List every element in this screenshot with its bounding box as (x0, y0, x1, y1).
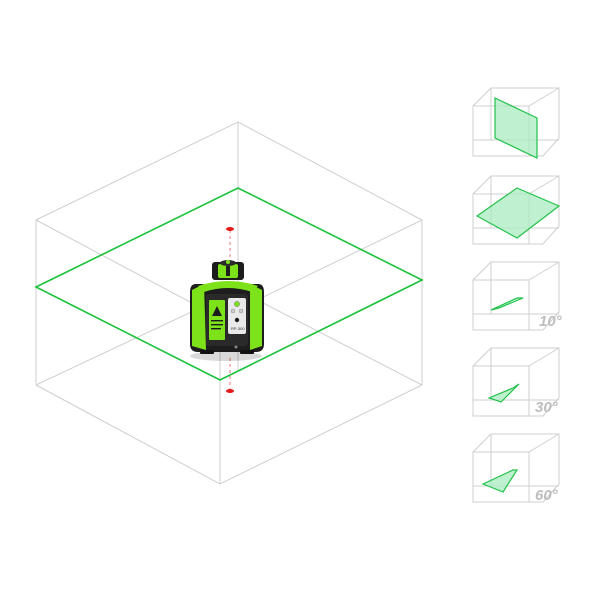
rotary-laser-device: RP-300 (190, 260, 264, 361)
model-label: RP-300 (231, 326, 245, 331)
mode-icon-tilt-60: 60° (472, 433, 560, 504)
mode-icon-horizontal-plane (472, 175, 561, 245)
mode-icon-tilt-10: 10° (472, 261, 563, 331)
tilt-label-60: 60° (535, 487, 559, 504)
mode-icon-tilt-30: 30° (472, 347, 560, 417)
floor-dot (226, 389, 234, 393)
tilt-label-30: 30° (535, 399, 559, 416)
horizontal-laser-line (34, 187, 424, 381)
tilt-label-10: 10° (539, 313, 563, 330)
ceiling-dot (226, 227, 234, 231)
mode-icon-vertical-plane (472, 87, 560, 159)
